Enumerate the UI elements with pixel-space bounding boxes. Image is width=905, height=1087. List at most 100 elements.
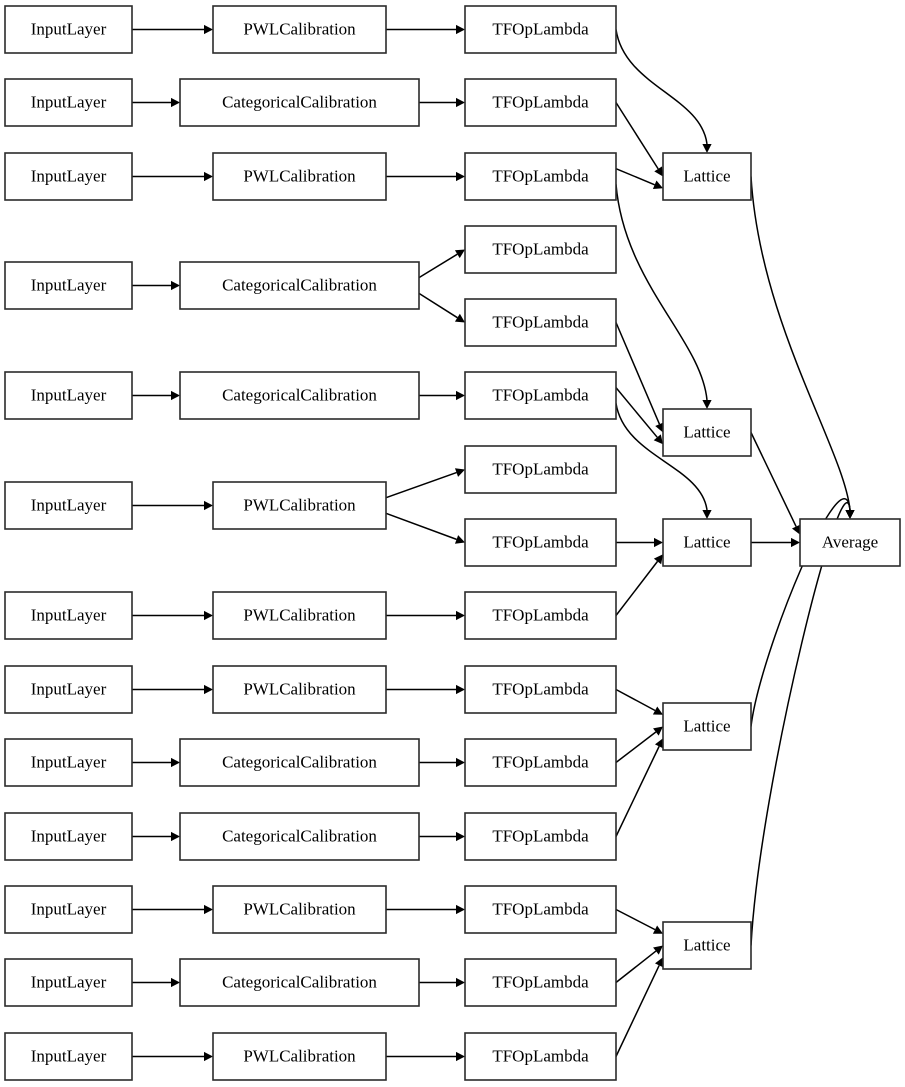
- edge-arrowhead: [456, 97, 465, 108]
- node-input-layer-in11[interactable]: InputLayer: [4, 885, 133, 934]
- node-tfop-lambda-tf13[interactable]: TFOpLambda: [464, 885, 617, 934]
- node-tfop-lambda-tf9[interactable]: TFOpLambda: [464, 591, 617, 640]
- node-label: InputLayer: [31, 605, 107, 624]
- edge-arrowhead: [652, 706, 663, 715]
- edge-tf13-to-lat5: [615, 908, 656, 931]
- node-label: CategoricalCalibration: [222, 826, 377, 845]
- node-tfop-lambda-tf11[interactable]: TFOpLambda: [464, 738, 617, 787]
- node-tfop-lambda-tf8[interactable]: TFOpLambda: [464, 518, 617, 567]
- edge-arrowhead: [171, 280, 180, 291]
- node-label: PWLCalibration: [243, 605, 356, 624]
- edge-arrowhead: [653, 554, 663, 565]
- node-tfop-lambda-tf6[interactable]: TFOpLambda: [464, 371, 617, 420]
- edge-arrowhead: [654, 738, 664, 749]
- node-tfop-lambda-tf3[interactable]: TFOpLambda: [464, 152, 617, 201]
- edge-arrowhead: [171, 97, 180, 108]
- node-pwlcalibration-cal11[interactable]: PWLCalibration: [212, 885, 387, 934]
- edge-lat1-to-avg: [750, 176, 851, 511]
- node-label: Lattice: [683, 716, 730, 735]
- node-label: TFOpLambda: [492, 899, 589, 918]
- edge-arrowhead: [652, 180, 663, 190]
- edge-arrowhead: [654, 166, 663, 177]
- node-tfop-lambda-tf2[interactable]: TFOpLambda: [464, 78, 617, 127]
- edge-arrowhead: [454, 535, 465, 544]
- node-input-layer-in7[interactable]: InputLayer: [4, 591, 133, 640]
- node-tfop-lambda-tf7[interactable]: TFOpLambda: [464, 445, 617, 494]
- edge-arrowhead: [456, 831, 465, 842]
- node-tfop-lambda-tf15[interactable]: TFOpLambda: [464, 1032, 617, 1081]
- node-categorical-calibration-cal12[interactable]: CategoricalCalibration: [179, 958, 420, 1007]
- node-average-avg[interactable]: Average: [799, 518, 901, 567]
- edge-arrowhead: [702, 400, 712, 409]
- node-label: Average: [822, 532, 878, 551]
- edge-arrowhead: [456, 977, 465, 988]
- node-box: [179, 812, 420, 861]
- node-pwlcalibration-cal6[interactable]: PWLCalibration: [212, 481, 387, 530]
- node-box: [4, 152, 133, 201]
- node-tfop-lambda-tf12[interactable]: TFOpLambda: [464, 812, 617, 861]
- node-input-layer-in6[interactable]: InputLayer: [4, 481, 133, 530]
- node-input-layer-in13[interactable]: InputLayer: [4, 1032, 133, 1081]
- node-label: InputLayer: [31, 19, 107, 38]
- edge-cal6-to-tf7: [385, 471, 457, 499]
- node-input-layer-in8[interactable]: InputLayer: [4, 665, 133, 714]
- node-tfop-lambda-tf5[interactable]: TFOpLambda: [464, 298, 617, 347]
- edge-arrowhead: [652, 925, 663, 934]
- edge-arrowhead: [456, 904, 465, 915]
- node-box: [4, 812, 133, 861]
- edge-arrowhead: [171, 390, 180, 401]
- node-label: TFOpLambda: [492, 92, 589, 111]
- node-categorical-calibration-cal2[interactable]: CategoricalCalibration: [179, 78, 420, 127]
- node-box: [212, 152, 387, 201]
- node-label: InputLayer: [31, 752, 107, 771]
- node-label: CategoricalCalibration: [222, 275, 377, 294]
- node-input-layer-in10[interactable]: InputLayer: [4, 812, 133, 861]
- node-categorical-calibration-cal9[interactable]: CategoricalCalibration: [179, 738, 420, 787]
- node-box: [4, 78, 133, 127]
- node-lattice-lat1[interactable]: Lattice: [662, 152, 752, 201]
- node-box: [179, 78, 420, 127]
- node-lattice-lat5[interactable]: Lattice: [662, 921, 752, 970]
- node-pwlcalibration-cal1[interactable]: PWLCalibration: [212, 5, 387, 54]
- node-lattice-lat2[interactable]: Lattice: [662, 408, 752, 457]
- node-label: TFOpLambda: [492, 605, 589, 624]
- node-pwlcalibration-cal3[interactable]: PWLCalibration: [212, 152, 387, 201]
- node-pwlcalibration-cal7[interactable]: PWLCalibration: [212, 591, 387, 640]
- node-input-layer-in3[interactable]: InputLayer: [4, 152, 133, 201]
- node-label: InputLayer: [31, 1046, 107, 1065]
- node-tfop-lambda-tf10[interactable]: TFOpLambda: [464, 665, 617, 714]
- edge-arrowhead: [204, 1051, 213, 1062]
- node-input-layer-in4[interactable]: InputLayer: [4, 261, 133, 310]
- node-box: [464, 1032, 617, 1081]
- node-box: [4, 885, 133, 934]
- node-input-layer-in2[interactable]: InputLayer: [4, 78, 133, 127]
- node-input-layer-in12[interactable]: InputLayer: [4, 958, 133, 1007]
- edge-arrowhead: [171, 831, 180, 842]
- node-box: [212, 1032, 387, 1081]
- node-box: [662, 702, 752, 751]
- edge-arrowhead: [204, 684, 213, 695]
- node-categorical-calibration-cal10[interactable]: CategoricalCalibration: [179, 812, 420, 861]
- node-label: InputLayer: [31, 826, 107, 845]
- node-pwlcalibration-cal8[interactable]: PWLCalibration: [212, 665, 387, 714]
- node-box: [212, 5, 387, 54]
- node-categorical-calibration-cal4[interactable]: CategoricalCalibration: [179, 261, 420, 310]
- node-tfop-lambda-tf4[interactable]: TFOpLambda: [464, 225, 617, 274]
- node-label: InputLayer: [31, 92, 107, 111]
- node-lattice-lat4[interactable]: Lattice: [662, 702, 752, 751]
- node-input-layer-in9[interactable]: InputLayer: [4, 738, 133, 787]
- edge-arrowhead: [654, 537, 663, 548]
- node-pwlcalibration-cal13[interactable]: PWLCalibration: [212, 1032, 387, 1081]
- node-box: [464, 958, 617, 1007]
- edge-tf5-to-lat2: [615, 322, 661, 425]
- node-tfop-lambda-tf1[interactable]: TFOpLambda: [464, 5, 617, 54]
- node-categorical-calibration-cal5[interactable]: CategoricalCalibration: [179, 371, 420, 420]
- node-tfop-lambda-tf14[interactable]: TFOpLambda: [464, 958, 617, 1007]
- node-box: [4, 481, 133, 530]
- node-label: CategoricalCalibration: [222, 92, 377, 111]
- node-input-layer-in1[interactable]: InputLayer: [4, 5, 133, 54]
- node-label: TFOpLambda: [492, 826, 589, 845]
- node-input-layer-in5[interactable]: InputLayer: [4, 371, 133, 420]
- node-lattice-lat3[interactable]: Lattice: [662, 518, 752, 567]
